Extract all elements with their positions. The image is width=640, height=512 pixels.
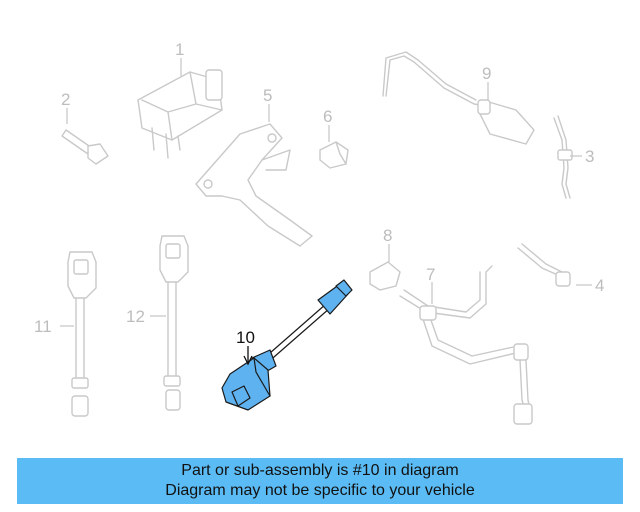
callout-10: 10: [236, 328, 255, 347]
callout-4: 4: [595, 276, 604, 295]
part-12-sensor: [159, 235, 189, 411]
banner-line-1: Part or sub-assembly is #10 in diagram: [181, 462, 459, 479]
part-9-sensor-harness: [382, 51, 535, 145]
callout-1: 1: [175, 40, 184, 59]
info-banner: Part or sub-assembly is #10 in diagram D…: [17, 458, 623, 504]
part-10-sensor-highlighted: [221, 279, 353, 411]
part-3-sensor: [553, 115, 573, 199]
part-7-pipe: [399, 265, 533, 425]
callout-5: 5: [263, 86, 272, 105]
callout-9: 9: [482, 64, 491, 83]
part-6-clip: [319, 141, 349, 169]
callout-12: 12: [126, 307, 145, 326]
callout-8: 8: [383, 226, 392, 245]
callout-6: 6: [323, 107, 332, 126]
part-5-bracket: [195, 123, 313, 247]
part-11-sensor: [67, 251, 97, 417]
callout-3: 3: [585, 147, 594, 166]
parts-diagram: 1 2 5 6 9 3 4: [34, 40, 604, 425]
part-1-pressure-sensor: [137, 69, 223, 159]
callout-11: 11: [34, 317, 52, 336]
part-8-clamp: [369, 261, 401, 291]
banner-line-2: Diagram may not be specific to your vehi…: [165, 482, 475, 499]
part-2-bolt: [61, 129, 109, 165]
part-4-sensor: [517, 243, 571, 287]
callout-7: 7: [426, 265, 435, 284]
callout-2: 2: [61, 90, 70, 109]
